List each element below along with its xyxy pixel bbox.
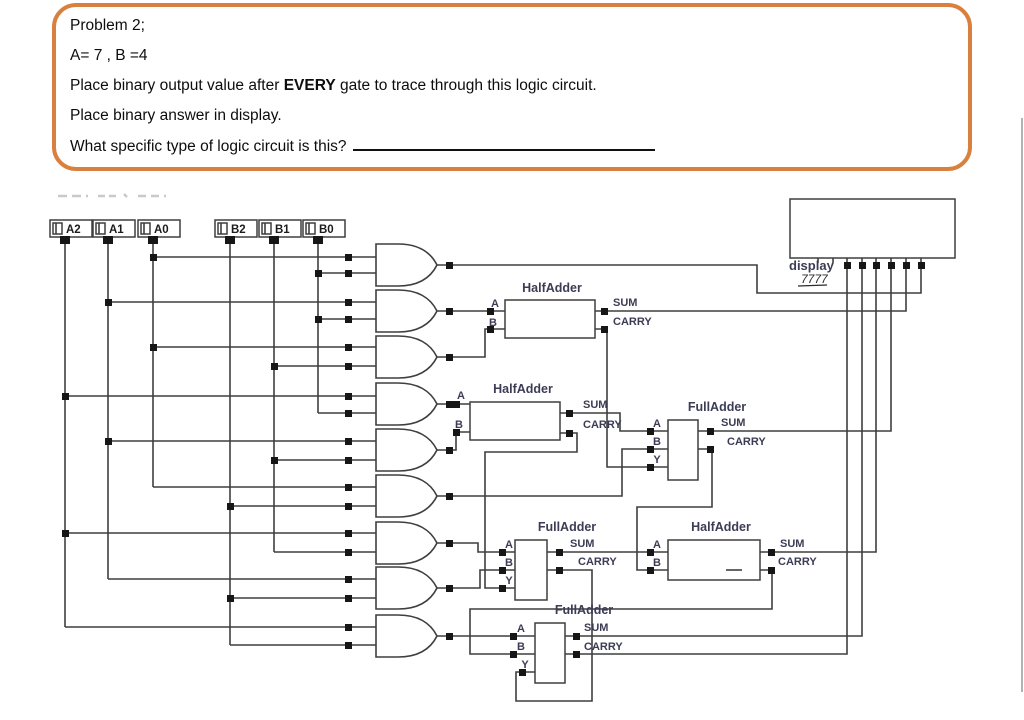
problem-instruction-1: Place binary output value after EVERY ga… [70, 77, 597, 94]
full-adder-1[interactable]: FullAdder A B Y SUM CARRY [653, 400, 766, 481]
wire-ha2-carry-to-fa2y [484, 432, 578, 589]
svg-text:A: A [653, 539, 661, 551]
svg-text:HalfAdder: HalfAdder [691, 520, 751, 534]
svg-text:A2: A2 [66, 224, 81, 236]
input-pin-a2: A2 [49, 219, 93, 244]
display-label: display [789, 258, 835, 273]
svg-text:SUM: SUM [780, 538, 804, 550]
input-pin-b0: B0 [302, 219, 346, 244]
part-number-underline [797, 284, 828, 287]
svg-text:B: B [455, 419, 463, 431]
problem-givens: A= 7 , B =4 [70, 47, 148, 64]
input-pin-a1: A1 [92, 219, 136, 244]
svg-text:B2: B2 [231, 224, 246, 236]
input-pins[interactable]: A2 A1 A0 B2 B1 [49, 219, 346, 244]
svg-text:CARRY: CARRY [727, 436, 766, 448]
svg-text:Y: Y [505, 575, 513, 587]
wire-fa3-carry-to-display [565, 262, 848, 655]
svg-text:B: B [505, 557, 513, 569]
wire-ha3-sum-to-display [760, 262, 877, 553]
seven-seg-display[interactable]: display 7777 [789, 198, 956, 287]
problem-title: Problem 2; [70, 17, 145, 34]
svg-text:CARRY: CARRY [613, 316, 652, 328]
svg-text:FullAdder: FullAdder [538, 520, 596, 534]
svg-text:B: B [653, 436, 661, 448]
scan-artifacts [58, 118, 1023, 692]
and-gate-4 [375, 382, 438, 426]
half-adder-1[interactable]: HalfAdder A B SUM CARRY [489, 281, 652, 339]
and-gate-2 [375, 289, 438, 333]
svg-text:B0: B0 [319, 224, 334, 236]
svg-text:HalfAdder: HalfAdder [522, 281, 582, 295]
display-part-number: 7777 [801, 272, 829, 286]
svg-text:A: A [491, 298, 499, 310]
input-pin-b1: B1 [258, 219, 302, 244]
svg-text:A1: A1 [109, 224, 124, 236]
svg-text:FullAdder: FullAdder [688, 400, 746, 414]
wire-g7-to-fa2a [437, 542, 515, 553]
svg-text:Y: Y [521, 659, 529, 671]
svg-text:A0: A0 [154, 224, 169, 236]
svg-text:B: B [517, 641, 525, 653]
svg-text:B: B [653, 557, 661, 569]
svg-text:SUM: SUM [613, 297, 637, 309]
adder-components: HalfAdder A B SUM CARRY HalfAdder A B SU… [455, 281, 817, 684]
half-adder-3[interactable]: HalfAdder A B SUM CARRY [653, 520, 817, 581]
svg-text:A: A [457, 390, 465, 402]
wire-g6-to-fa1b [437, 448, 668, 497]
and-gate-5 [375, 428, 438, 472]
and-gate-6 [375, 474, 438, 518]
and-gate-9 [375, 614, 438, 658]
wire-ha1-sum-to-display [595, 262, 907, 312]
svg-text:Y: Y [653, 454, 661, 466]
wire-g1-to-display [437, 262, 922, 294]
svg-text:HalfAdder: HalfAdder [493, 382, 553, 396]
junction-dots [62, 254, 925, 676]
problem-question: What specific type of logic circuit is t… [70, 135, 968, 157]
and-gates[interactable] [375, 243, 438, 658]
svg-text:B1: B1 [275, 224, 290, 236]
full-adder-3[interactable]: FullAdder A B Y SUM CARRY [517, 603, 623, 684]
problem-instruction-2: Place binary answer in display. [70, 107, 282, 124]
svg-text:A: A [505, 539, 513, 551]
wire-g8-to-fa2b [437, 569, 515, 589]
full-adder-2[interactable]: FullAdder A B Y SUM CARRY [505, 520, 617, 601]
half-adder-2[interactable]: HalfAdder A B SUM CARRY [455, 382, 622, 441]
svg-text:A: A [517, 623, 525, 635]
and-gate-1 [375, 243, 438, 287]
wire-g3-to-ha1b [437, 328, 505, 358]
wire-fa3-sum-to-display [565, 262, 863, 637]
svg-text:SUM: SUM [721, 417, 745, 429]
wire-ha2-sum-to-fa1a [560, 412, 668, 432]
svg-text:CARRY: CARRY [583, 419, 622, 431]
svg-text:SUM: SUM [570, 538, 594, 550]
bold-every: EVERY [283, 77, 336, 94]
input-pin-b2: B2 [214, 219, 258, 244]
and-gate-7 [375, 521, 438, 565]
and-gate-8 [375, 566, 438, 610]
input-pin-a0: A0 [137, 219, 181, 244]
input-rail-wires [64, 240, 376, 646]
svg-text:SUM: SUM [583, 399, 607, 411]
wire-fa1-sum-to-display [698, 262, 892, 432]
svg-text:SUM: SUM [584, 622, 608, 634]
answer-blank-line [352, 135, 655, 151]
svg-text:B: B [489, 317, 497, 329]
svg-text:FullAdder: FullAdder [555, 603, 613, 617]
problem-statement-box: Problem 2; A= 7 , B =4 Place binary outp… [52, 3, 972, 171]
svg-text:A: A [653, 418, 661, 430]
svg-text:CARRY: CARRY [578, 556, 617, 568]
and-gate-3 [375, 335, 438, 379]
svg-text:CARRY: CARRY [584, 641, 623, 653]
svg-text:CARRY: CARRY [778, 556, 817, 568]
